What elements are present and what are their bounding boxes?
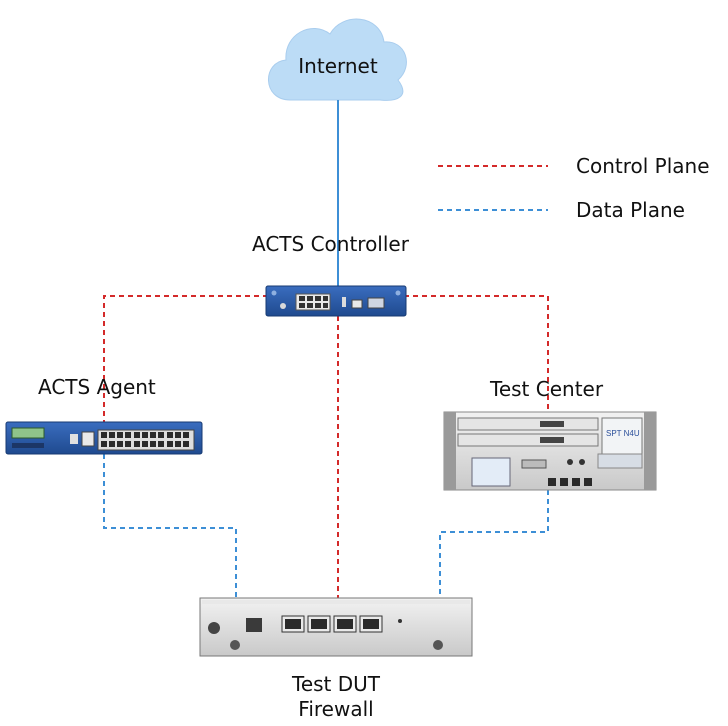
dut-label-line1: Test DUT xyxy=(292,672,380,696)
data-link-test-center xyxy=(439,490,549,602)
controller-device-icon xyxy=(265,285,407,317)
agent-label: ACTS Agent xyxy=(38,375,156,399)
dut-label-line2: Firewall xyxy=(298,697,374,721)
controller-label: ACTS Controller xyxy=(252,232,409,256)
control-plane-links xyxy=(103,295,549,598)
control-link-agent xyxy=(103,295,268,424)
dut-label: Test DUT Firewall xyxy=(236,672,436,722)
test-center-device-icon: SPT N4U xyxy=(443,411,657,491)
legend-data-plane-label: Data Plane xyxy=(576,198,685,222)
internet-label: Internet xyxy=(298,54,378,78)
data-plane-links xyxy=(103,454,549,602)
dut-firewall-device-icon xyxy=(199,597,473,657)
legend xyxy=(438,165,548,211)
agent-device-icon xyxy=(5,421,203,455)
test-center-label: Test Center xyxy=(490,377,604,401)
data-link-agent xyxy=(103,454,237,602)
legend-control-plane-label: Control Plane xyxy=(576,154,710,178)
internet-cloud-icon xyxy=(268,18,407,101)
test-center-brand: SPT N4U xyxy=(606,429,640,438)
control-link-test-center xyxy=(404,295,549,418)
